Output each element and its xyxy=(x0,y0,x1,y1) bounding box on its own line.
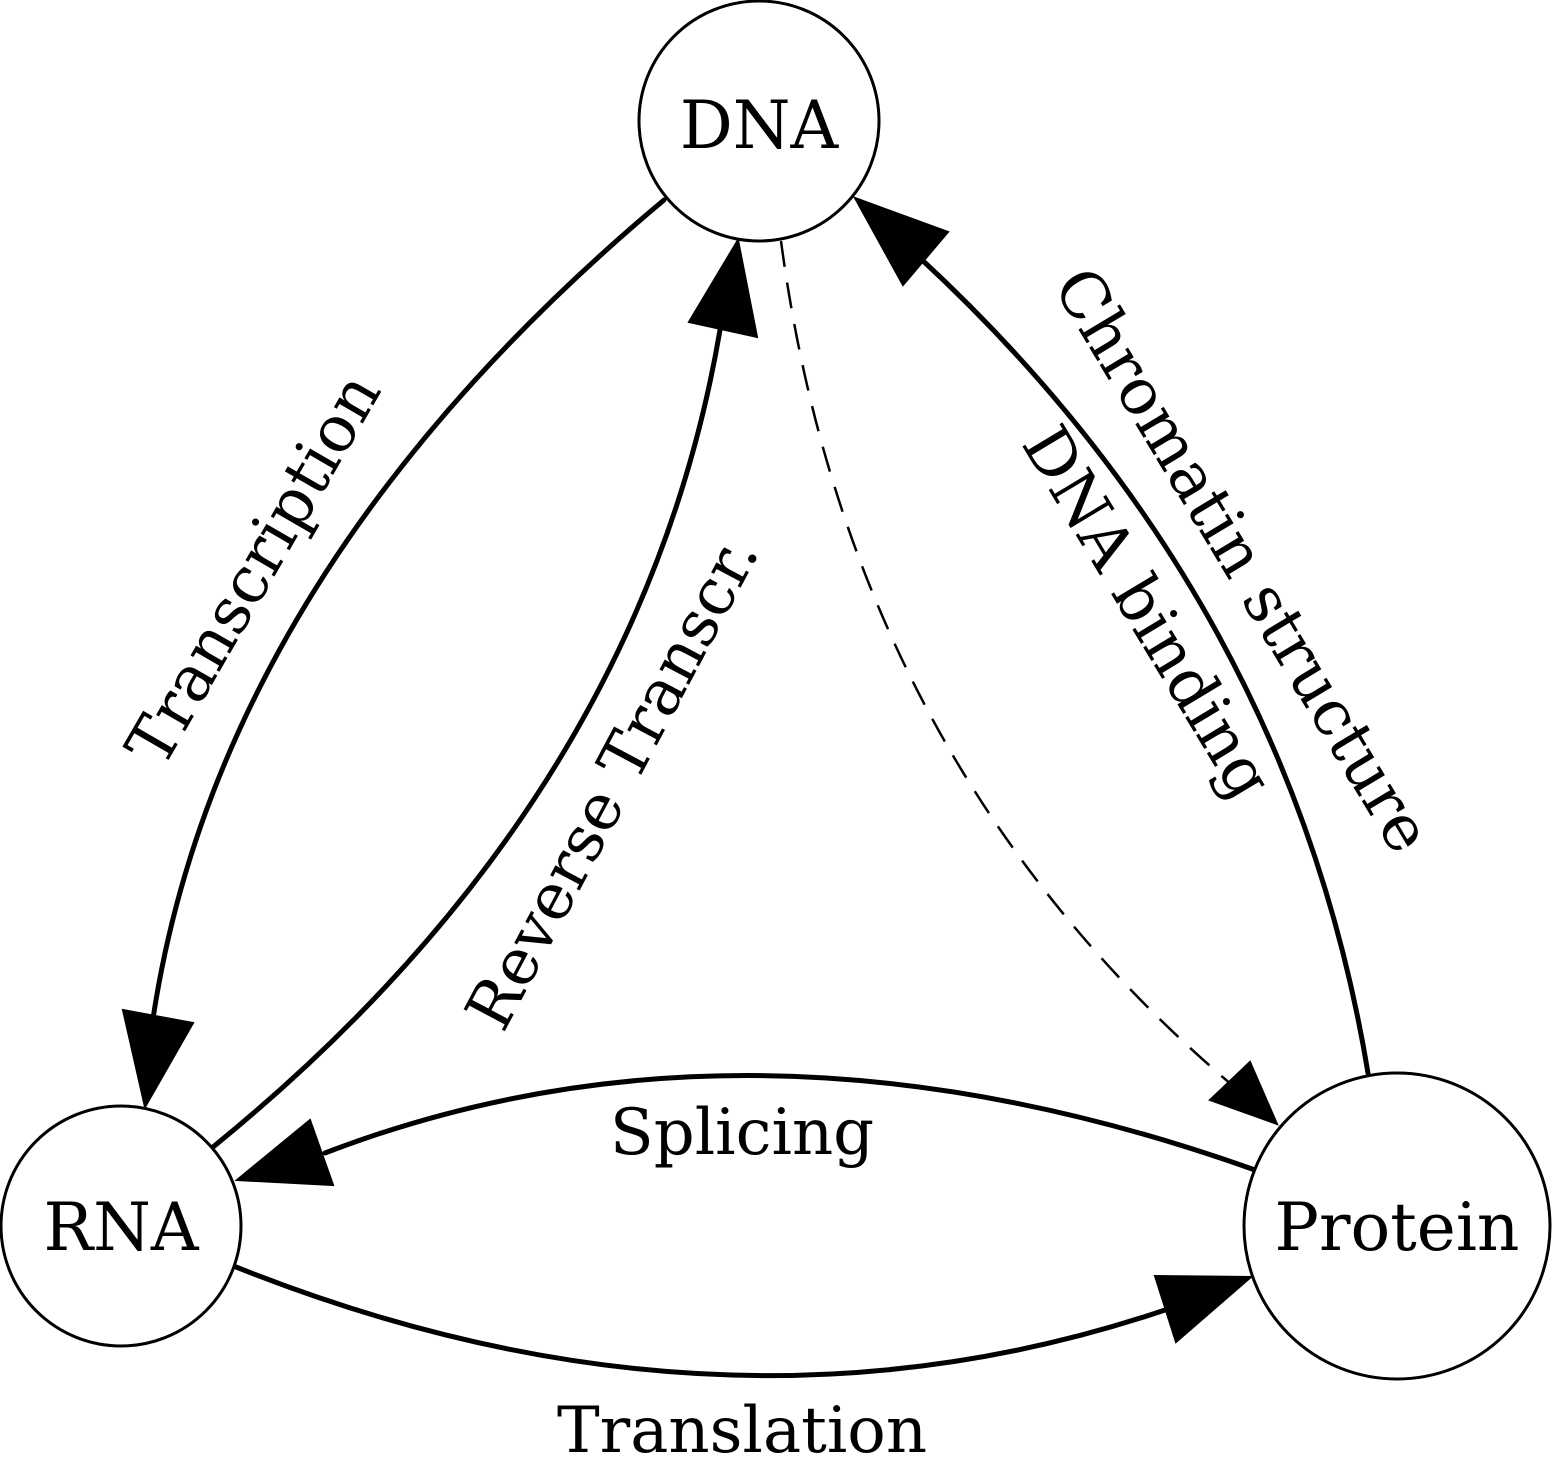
edge-chromatin-structure xyxy=(917,255,1371,1076)
edge-translation xyxy=(233,1264,1168,1379)
arrowhead-transcription xyxy=(121,1008,195,1110)
arrowhead-reverse-transcription xyxy=(687,237,759,339)
node-dna: DNA xyxy=(637,0,881,243)
label-splicing: Splicing xyxy=(610,1096,874,1170)
node-rna: RNA xyxy=(0,1104,243,1348)
edge-dna-binding xyxy=(779,240,1233,1086)
edge-reverse-transcription xyxy=(210,327,723,1150)
edge-splicing xyxy=(322,1073,1258,1173)
label-transcription: Transcription xyxy=(112,361,396,778)
node-rna-label: RNA xyxy=(43,1189,199,1266)
arrowhead-splicing xyxy=(234,1118,335,1187)
arrowhead-translation xyxy=(1153,1274,1254,1344)
arrowhead-chromatin-structure xyxy=(852,196,950,287)
edge-transcription xyxy=(147,197,667,1043)
arrowhead-dna-binding xyxy=(1208,1060,1279,1126)
label-reverse-transcription: Reverse Transcr. xyxy=(452,524,774,1042)
node-protein-label: Protein xyxy=(1275,1189,1520,1266)
label-translation: Translation xyxy=(557,1394,927,1458)
node-dna-label: DNA xyxy=(680,87,840,164)
node-protein: Protein xyxy=(1242,1071,1552,1381)
